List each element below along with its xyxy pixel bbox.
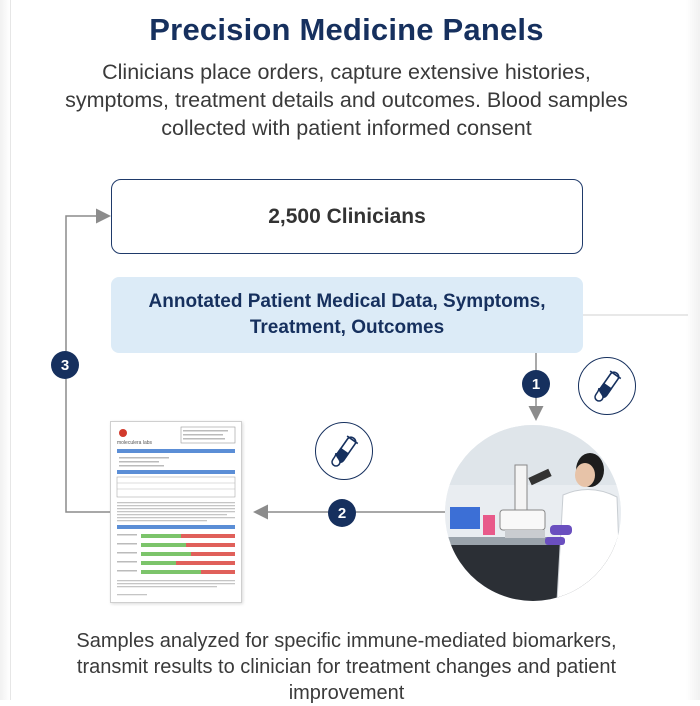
- clinicians-label: 2,500 Clinicians: [268, 204, 426, 228]
- blood-sample-tubes-icon: [315, 422, 373, 480]
- left-edge: [0, 0, 10, 700]
- report-brand: moleculera labs: [117, 440, 153, 446]
- footer-caption: Samples analyzed for specific immune-med…: [76, 630, 617, 704]
- step-3-badge: 3: [51, 351, 79, 379]
- right-edge: [686, 0, 700, 700]
- lab-scientist-photo: [445, 425, 621, 601]
- page-title: Precision Medicine Panels: [149, 12, 544, 47]
- blood-sample-tubes-icon: [578, 357, 636, 415]
- clinicians-box: 2,500 Clinicians: [111, 179, 583, 254]
- patient-data-box: Annotated Patient Medical Data, Symptoms…: [111, 277, 583, 353]
- step-1-badge: 1: [522, 370, 550, 398]
- lab-report-document: moleculera labs: [110, 421, 242, 603]
- patient-data-label: Annotated Patient Medical Data, Symptoms…: [148, 291, 546, 338]
- page-subtitle: Clinicians place orders, capture extensi…: [65, 60, 628, 140]
- step-2-badge: 2: [328, 499, 356, 527]
